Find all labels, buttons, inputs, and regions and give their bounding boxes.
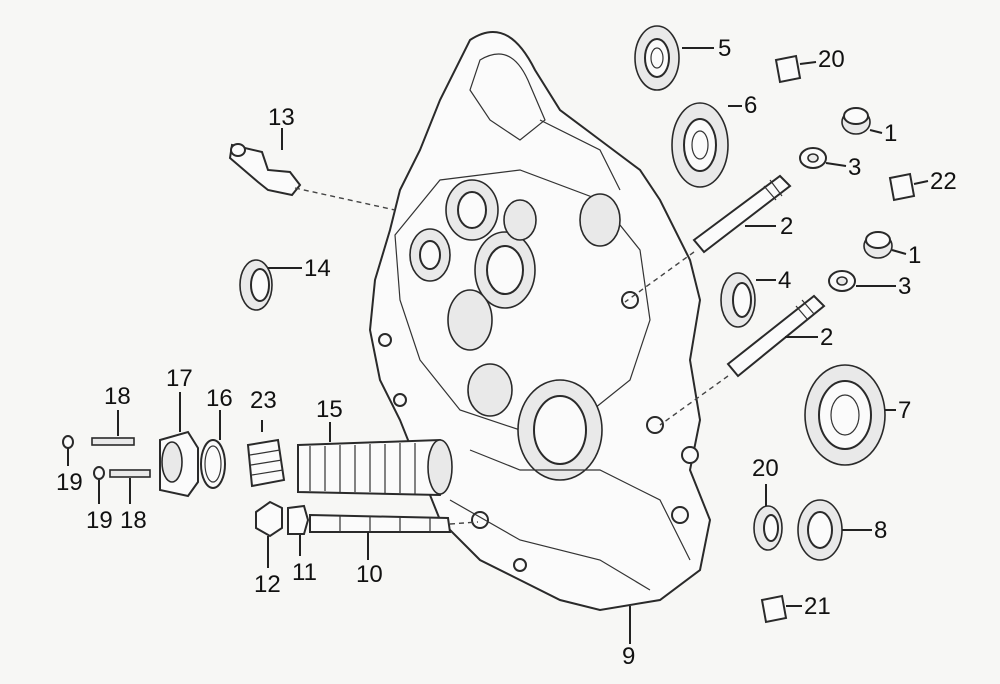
part-3-washer-lower: [828, 270, 856, 292]
callout-8: 8: [874, 517, 887, 544]
part-16-o-ring: [200, 439, 226, 489]
part-10-screen: [309, 513, 479, 533]
callout-16: 16: [206, 385, 233, 412]
callout-3-top: 3: [848, 154, 861, 181]
callout-5: 5: [718, 35, 731, 62]
callout-14: 14: [304, 255, 331, 282]
part-17-cap: [159, 430, 199, 498]
part-7-bearing: [804, 364, 886, 466]
part-13-sensor: [228, 143, 396, 211]
part-1-nut-upper: [841, 107, 871, 135]
callout-1-top: 1: [884, 120, 897, 147]
leader-lines: [67, 47, 929, 644]
part-15-filter: [297, 438, 453, 497]
part-18-bolt-upper: [91, 437, 135, 446]
callout-2-top: 2: [780, 213, 793, 240]
part-11-washer: [287, 504, 310, 535]
part-5-bearing: [634, 25, 680, 91]
part-23-spring: [246, 420, 286, 488]
callout-20-top: 20: [818, 46, 845, 73]
part-19-washer-lower: [93, 466, 105, 480]
callout-19-lower: 19: [86, 507, 113, 534]
part-3-washer-upper: [799, 147, 827, 169]
part-20-pin-top: [774, 54, 802, 84]
callout-13: 13: [268, 104, 295, 131]
callout-labels: 5 6 20 1 3 22 2 1 4 3 2 7 20 8 21 9 13 1…: [56, 35, 957, 670]
callout-21: 21: [804, 593, 831, 620]
callout-11: 11: [292, 559, 317, 586]
part-6-bearing: [671, 102, 729, 188]
part-8-bearing: [797, 499, 843, 561]
callout-19-upper: 19: [56, 469, 83, 496]
callout-18-upper: 18: [104, 383, 131, 410]
part-12-plug: [255, 500, 283, 538]
callout-23: 23: [250, 387, 277, 414]
callout-20-lower: 20: [752, 455, 779, 482]
callout-12: 12: [254, 571, 281, 598]
callout-7: 7: [898, 397, 911, 424]
callout-15: 15: [316, 396, 343, 423]
crankcase: [368, 30, 712, 612]
part-2-stud-upper: [624, 174, 792, 303]
callout-3-lower: 3: [898, 273, 911, 300]
part-22-pin: [888, 172, 916, 202]
part-14-seal: [239, 259, 273, 311]
part-19-washer-upper: [62, 435, 74, 449]
part-18-bolt-lower: [109, 469, 151, 478]
callout-17: 17: [166, 365, 193, 392]
callout-4: 4: [778, 267, 791, 294]
part-4-seal: [720, 272, 756, 328]
part-1-nut-lower: [863, 231, 893, 259]
callout-2-lower: 2: [820, 324, 833, 351]
callout-9: 9: [622, 643, 635, 670]
part-20-seal-lower: [753, 505, 783, 551]
callout-1-lower: 1: [908, 242, 921, 269]
part-21-pin: [760, 594, 788, 624]
callout-10: 10: [356, 561, 383, 588]
callout-6: 6: [744, 92, 757, 119]
callout-22: 22: [930, 168, 957, 195]
part-2-stud-lower: [659, 294, 826, 426]
callout-18-lower: 18: [120, 507, 147, 534]
